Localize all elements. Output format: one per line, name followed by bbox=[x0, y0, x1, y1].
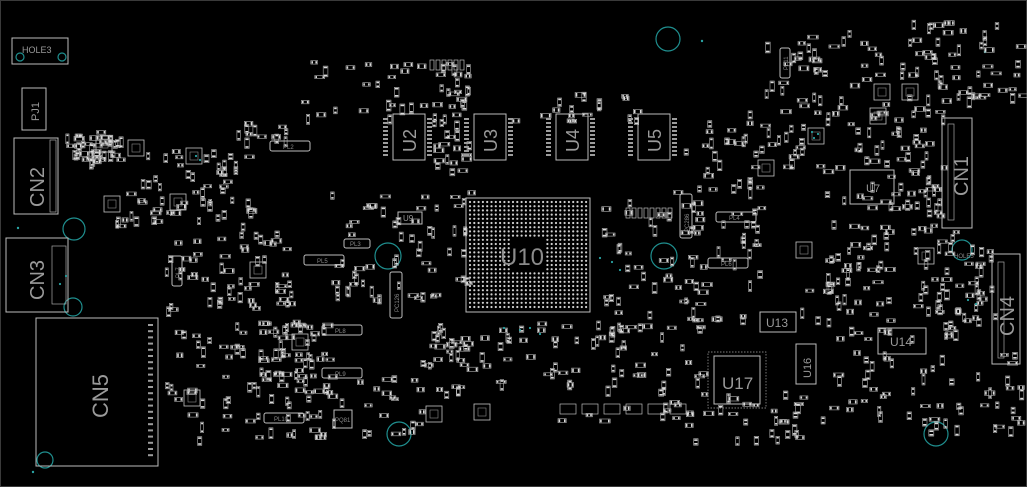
u10-label: U10 bbox=[500, 244, 544, 271]
mounting-hole bbox=[650, 242, 678, 270]
cn5-label: CN5 bbox=[88, 374, 113, 418]
pc286-label: PC286 bbox=[685, 213, 691, 232]
hole5-label: HOLE5 bbox=[954, 254, 974, 260]
cn1-label: CN1 bbox=[951, 156, 973, 196]
hole3-label: HOLE3 bbox=[22, 45, 52, 55]
cn2-connector: CN2 bbox=[13, 137, 59, 215]
pl5-label: PL5 bbox=[317, 259, 328, 265]
pl8-label: PL8 bbox=[335, 329, 346, 335]
cn4-connector: CN4 bbox=[991, 253, 1021, 365]
memory-chip-u3: U3 bbox=[473, 113, 507, 161]
u17-label: U17 bbox=[722, 374, 753, 393]
mounting-hole bbox=[36, 451, 54, 469]
u9-label: U9 bbox=[403, 214, 414, 223]
pq81-label: PQ81 bbox=[335, 418, 351, 424]
smd-components bbox=[58, 19, 1027, 457]
mounting-hole bbox=[374, 242, 402, 270]
mounting-hole bbox=[655, 26, 681, 52]
inductor-pl10: PL10 bbox=[263, 412, 305, 424]
u4-label: U4 bbox=[563, 129, 583, 152]
cn1-connector: CN1 bbox=[941, 117, 973, 229]
memory-chip-u2: U2 bbox=[392, 113, 426, 161]
capacitor-pc126: PC126 bbox=[389, 271, 403, 319]
mounting-hole bbox=[63, 297, 83, 317]
u7-label: U7 bbox=[866, 183, 880, 195]
mounting-hole bbox=[951, 239, 973, 261]
cn2-label: CN2 bbox=[27, 167, 49, 207]
u5-label: U5 bbox=[645, 129, 665, 152]
chip-u13: U13 bbox=[759, 311, 797, 333]
capacitor-pc286: PC286 bbox=[679, 193, 693, 239]
pl11-label: PL11 bbox=[784, 56, 790, 70]
u13-label: U13 bbox=[766, 316, 788, 330]
pl10-label: PL10 bbox=[274, 417, 289, 423]
bga-processor-u10: U10 bbox=[465, 197, 591, 313]
pl2-label: PL2 bbox=[283, 145, 294, 151]
hole3-footprint: HOLE3 bbox=[11, 37, 69, 65]
mounting-hole bbox=[62, 217, 86, 241]
u16-label: U16 bbox=[802, 358, 814, 378]
mounting-hole bbox=[386, 421, 412, 447]
pj1-label: PJ1 bbox=[30, 102, 42, 121]
inductor-pl3: PL3 bbox=[343, 238, 371, 249]
pl4-label: PL4 bbox=[729, 216, 740, 222]
hole5-footprint: HOLE5 bbox=[954, 254, 974, 260]
pc126-label: PC126 bbox=[395, 293, 401, 312]
chip-u16: U16 bbox=[795, 343, 817, 385]
pl6-label: PL6 bbox=[721, 262, 732, 268]
u3-label: U3 bbox=[481, 129, 501, 152]
chip-u7: U7 bbox=[849, 169, 895, 205]
inductor-pl9: PL9 bbox=[321, 367, 363, 379]
chip-u17: U17 bbox=[707, 351, 767, 409]
cn3-label: CN3 bbox=[27, 260, 49, 300]
memory-chip-u5: U5 bbox=[637, 113, 671, 161]
memory-chip-u4: U4 bbox=[555, 113, 589, 161]
cn4-label: CN4 bbox=[997, 296, 1019, 336]
pj1-footprint: PJ1 bbox=[21, 87, 47, 131]
pl9-label: PL9 bbox=[335, 372, 346, 378]
pl3-label: PL3 bbox=[350, 242, 361, 248]
inductor-pl2: PL2 bbox=[269, 140, 311, 152]
u14-label: U14 bbox=[890, 335, 912, 349]
u2-label: U2 bbox=[400, 129, 420, 152]
chip-u14: U14 bbox=[877, 327, 927, 355]
cn5-connector: CN5 bbox=[35, 317, 159, 467]
